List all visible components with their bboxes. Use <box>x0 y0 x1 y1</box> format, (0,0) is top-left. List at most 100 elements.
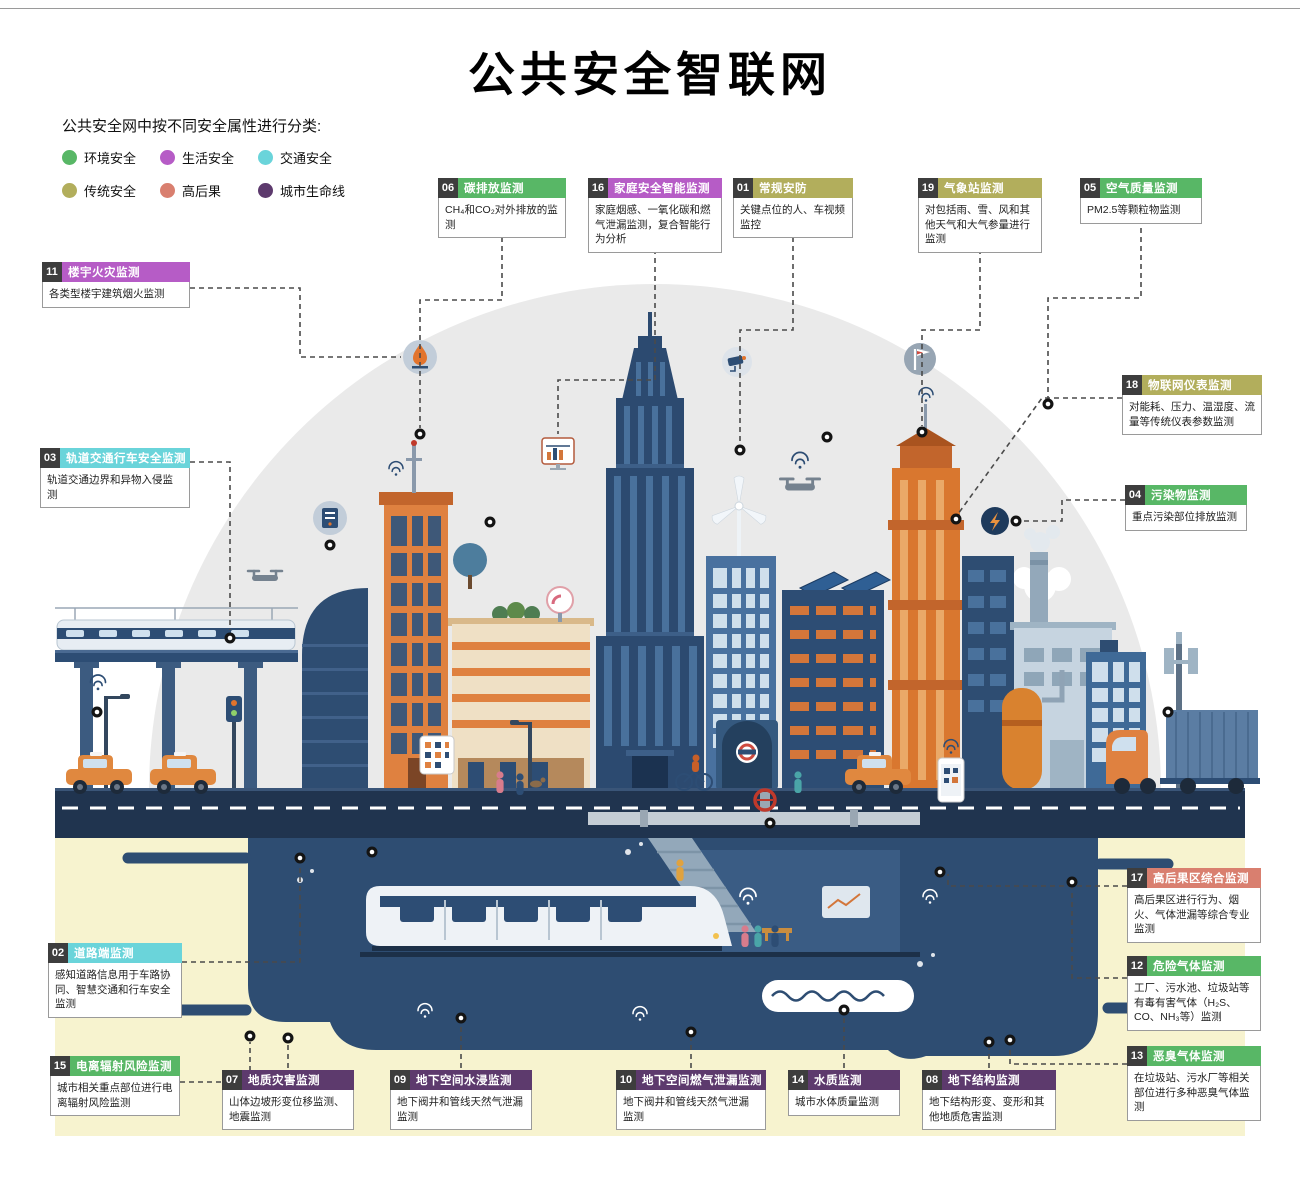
cream-building <box>448 586 594 790</box>
legend-item-traffic: 交通安全 <box>258 148 378 167</box>
legend-dot <box>258 183 273 198</box>
callout-description: 对包括雨、雪、风和其他天气和大气参量进行监测 <box>918 198 1042 254</box>
callout-number: 09 <box>390 1070 410 1090</box>
callout-description: CH₄和CO₂对外排放的监测 <box>438 198 566 239</box>
callout-number: 06 <box>438 178 458 198</box>
truck <box>1106 710 1260 794</box>
callout-description: 重点污染部位排放监测 <box>1125 505 1247 531</box>
water-wave-icon <box>762 980 914 1012</box>
pedestrian <box>794 771 802 793</box>
callout-title: 常规安防 <box>753 178 853 198</box>
callout-description: 山体边坡形变位移监测、地震监测 <box>222 1090 354 1131</box>
callout-number: 14 <box>788 1070 808 1090</box>
callout-description: 轨道交通边界和异物入侵监测 <box>40 468 190 509</box>
legend-dot <box>258 150 273 165</box>
callout-title: 道路端监测 <box>68 943 182 963</box>
legend-dot <box>62 150 77 165</box>
callout-title: 地下空间燃气泄漏监测 <box>636 1070 766 1090</box>
callout-title: 空气质量监测 <box>1100 178 1202 198</box>
legend-caption: 公共安全网中按不同安全属性进行分类: <box>62 118 322 135</box>
callout-title: 水质监测 <box>808 1070 900 1090</box>
legend-label: 生活安全 <box>182 151 235 166</box>
callout-description: 城市相关重点部位进行电离辐射风险监测 <box>50 1076 180 1117</box>
callout-number: 15 <box>50 1056 70 1076</box>
legend-dot <box>160 183 175 198</box>
callout-description: 各类型楼宇建筑烟火监测 <box>42 282 190 308</box>
legend-label: 交通安全 <box>280 151 333 166</box>
callout-title: 地质灾害监测 <box>242 1070 354 1090</box>
traffic-light <box>226 696 242 790</box>
callout-number: 17 <box>1127 868 1147 888</box>
callout-title: 地下空间水浸监测 <box>410 1070 532 1090</box>
callout-description: 地下阀井和管线天然气泄漏监测 <box>390 1090 532 1131</box>
callout-description: 城市水体质量监测 <box>788 1090 900 1116</box>
lighthouse-tower <box>888 386 964 790</box>
callout-title: 气象站监测 <box>938 178 1042 198</box>
callout-title: 家庭安全智能监测 <box>608 178 722 198</box>
surveillance-camera-icon <box>722 347 752 377</box>
callout-number: 11 <box>42 262 62 282</box>
legend-item-environment: 环境安全 <box>62 148 160 167</box>
callout-number: 01 <box>733 178 753 198</box>
legend-item-traditional: 传统安全 <box>62 181 160 200</box>
cyclist <box>675 754 713 791</box>
legend-label: 环境安全 <box>84 151 137 166</box>
callout-title: 楼宇火灾监测 <box>62 262 190 282</box>
valve-icon <box>753 788 777 816</box>
callout-description: 高后果区进行行为、烟火、气体泄漏等综合专业监测 <box>1127 888 1261 944</box>
callout-description: 地下阀井和管线天然气泄漏监测 <box>616 1090 766 1131</box>
windsock-icon <box>904 343 936 375</box>
legend-item-life: 生活安全 <box>160 148 258 167</box>
elevated-rail <box>55 607 298 790</box>
callout-number: 02 <box>48 943 68 963</box>
dog <box>530 777 546 788</box>
callout-number: 12 <box>1127 956 1147 976</box>
callout-number: 13 <box>1127 1046 1147 1066</box>
callout-description: 关键点位的人、车视频监控 <box>733 198 853 239</box>
legend-item-lifeline: 城市生命线 <box>258 181 378 200</box>
callout-title: 高后果区综合监测 <box>1147 868 1261 888</box>
callout-number: 10 <box>616 1070 636 1090</box>
callout-number: 16 <box>588 178 608 198</box>
callout-number: 04 <box>1125 485 1145 505</box>
callout-description: 工厂、污水池、垃圾站等有毒有害气体（H₂S、CO、NH₃等）监测 <box>1127 976 1261 1032</box>
callout-title: 碳排放监测 <box>458 178 566 198</box>
callout-number: 08 <box>922 1070 942 1090</box>
callout-title: 轨道交通行车安全监测 <box>60 448 190 468</box>
legend-label: 高后果 <box>182 184 222 199</box>
pedestrian <box>516 773 524 795</box>
pedestrian <box>496 771 504 793</box>
callout-number: 07 <box>222 1070 242 1090</box>
legend-item-high-consequence: 高后果 <box>160 181 258 200</box>
callout-title: 恶臭气体监测 <box>1147 1046 1261 1066</box>
smartphone-icon <box>937 738 965 803</box>
callout-description: 地下结构形变、变形和其他地质危害监测 <box>922 1090 1056 1131</box>
callout-title: 危险气体监测 <box>1147 956 1261 976</box>
callout-title: 污染物监测 <box>1145 485 1247 505</box>
callout-description: 在垃圾站、污水厂等相关部位进行多种恶臭气体监测 <box>1127 1066 1261 1122</box>
streetlight <box>510 720 532 790</box>
page-title: 公共安全智联网 <box>468 48 832 101</box>
callout-number: 03 <box>40 448 60 468</box>
callout-description: 家庭烟感、一氧化碳和燃气泄漏监测，复合智能行为分析 <box>588 198 722 254</box>
streetlight <box>89 674 130 790</box>
top-divider <box>0 8 1300 9</box>
callout-description: PM2.5等颗粒物监测 <box>1080 198 1202 224</box>
legend: 环境安全 生活安全 交通安全 传统安全 高后果 城市生命线 <box>62 148 378 200</box>
taxi <box>66 752 132 794</box>
callout-title: 物联网仪表监测 <box>1142 375 1262 395</box>
connector-lines <box>180 228 1142 1083</box>
central-tower <box>596 312 704 790</box>
